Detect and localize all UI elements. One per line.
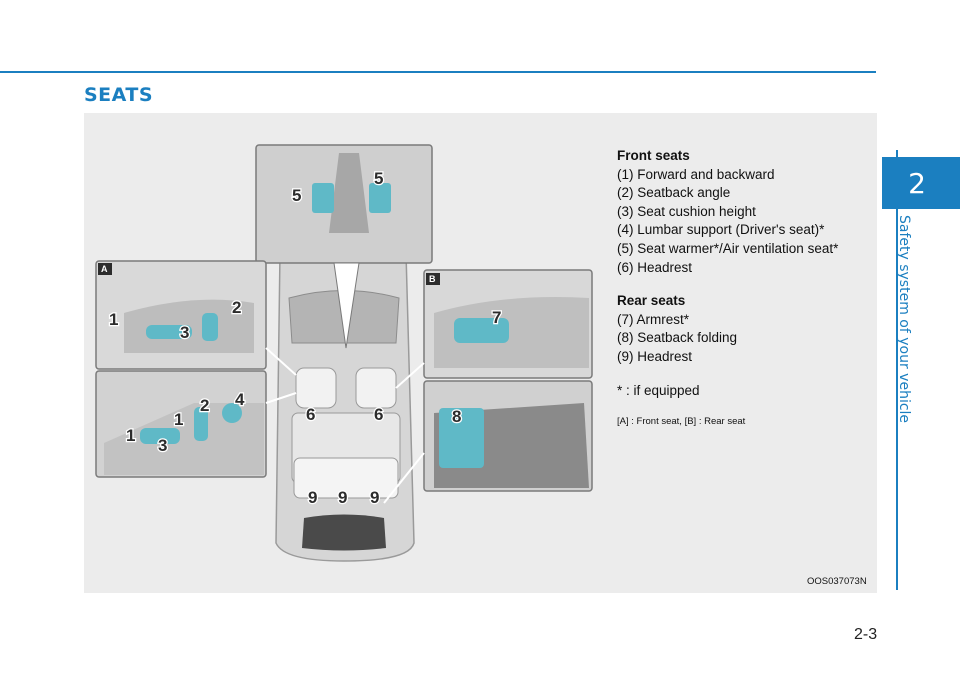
legend-item: (1) Forward and backward	[617, 166, 775, 182]
legend-item: (4) Lumbar support (Driver's seat)*	[617, 222, 825, 238]
figure-code: OOS037073N	[807, 576, 867, 587]
callout-3: 3	[158, 436, 167, 455]
chapter-title: Safety system of your vehicle	[896, 215, 912, 424]
callout-4: 4	[235, 390, 245, 409]
callout-8: 8	[452, 407, 461, 426]
rear-seat-inset-bottom	[423, 380, 593, 492]
legend-spacer	[617, 367, 872, 382]
chapter-side-rule	[896, 150, 898, 590]
callout-1: 1	[109, 310, 118, 329]
section-title: SEATS	[84, 84, 154, 106]
callout-9: 9	[308, 488, 317, 507]
callout-3: 3	[180, 323, 189, 342]
header-rule	[0, 71, 876, 73]
legend-spacer	[617, 400, 872, 415]
callout-1: 1	[126, 426, 135, 445]
legend-footnote: * : if equipped	[617, 382, 700, 398]
chapter-number: 2	[908, 166, 926, 200]
box-label-b: B	[429, 274, 436, 284]
front-seat-inset-top	[95, 260, 267, 370]
seat-illustration: A B 1 2 3 1 1 2 3 4 5 5 6 6 7 8 9 9 9	[95, 144, 593, 562]
legend-item: (3) Seat cushion height	[617, 203, 756, 219]
callout-2: 2	[232, 298, 241, 317]
legend-item: (6) Headrest	[617, 259, 693, 275]
leader-lines	[265, 347, 425, 504]
callout-6: 6	[374, 405, 383, 424]
seat-legend: Front seats (1) Forward and backward (2)…	[617, 147, 872, 429]
rear-seat-inset-top	[423, 269, 593, 379]
rear-seats-heading: Rear seats	[617, 293, 686, 309]
callout-9: 9	[338, 488, 347, 507]
chapter-tab: 2	[882, 157, 960, 209]
legend-spacer	[617, 277, 872, 292]
legend-item: (5) Seat warmer*/Air ventilation seat*	[617, 240, 839, 256]
callout-6: 6	[306, 405, 315, 424]
legend-caption: [A] : Front seat, [B] : Rear seat	[617, 416, 746, 428]
front-seat-inset-bottom	[95, 370, 267, 478]
legend-item: (2) Seatback angle	[617, 185, 731, 201]
front-seats-heading: Front seats	[617, 148, 690, 163]
page-number: 2-3	[854, 626, 878, 643]
callout-7: 7	[492, 308, 501, 327]
legend-item: (8) Seatback folding	[617, 330, 738, 346]
callout-1: 1	[174, 410, 183, 429]
callout-2: 2	[200, 396, 209, 415]
box-label-a: A	[101, 264, 108, 274]
callout-5: 5	[292, 186, 301, 205]
callout-5: 5	[374, 169, 383, 188]
callout-9: 9	[370, 488, 379, 507]
legend-item: (7) Armrest*	[617, 311, 690, 327]
console-inset	[255, 144, 433, 349]
legend-item: (9) Headrest	[617, 348, 693, 364]
